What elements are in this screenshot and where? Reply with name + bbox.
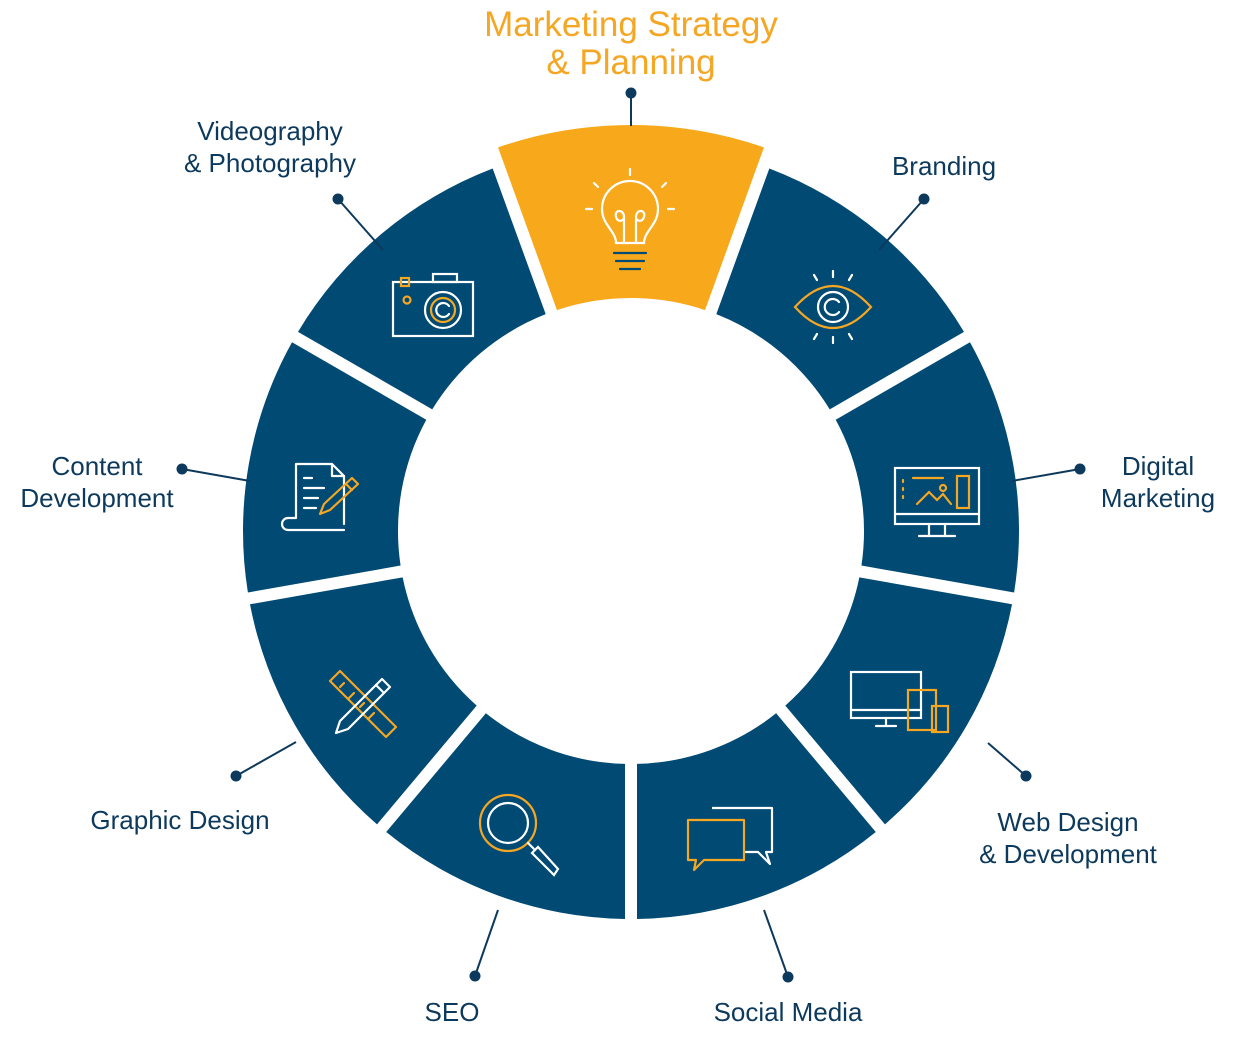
segment-branding: [716, 168, 964, 410]
connector-line: [987, 742, 1027, 777]
label-branding: Branding: [891, 151, 997, 181]
chat-bubbles-icon: [686, 806, 774, 872]
connector-dot: [176, 463, 188, 475]
segment-videography: [298, 168, 546, 410]
label-web-design: Web Design & Development: [979, 807, 1157, 869]
connector-dot: [625, 87, 637, 99]
responsive-devices-icon: [849, 670, 950, 734]
pencil-ruler-icon: [328, 669, 398, 739]
label-graphic-design: Graphic Design: [90, 805, 270, 835]
connector-line: [337, 198, 384, 251]
label-connectors: [176, 87, 1086, 983]
connector-dot: [332, 193, 344, 205]
magnifier-icon: [478, 793, 560, 877]
monitor-dashboard-icon: [893, 466, 981, 538]
connector-dot: [1020, 770, 1032, 782]
connector-line: [474, 909, 499, 977]
label-social-media: Social Media: [713, 997, 863, 1027]
connector-dot: [1074, 463, 1086, 475]
connector-line: [878, 198, 925, 251]
lightbulb-icon: [584, 167, 676, 271]
connector-dot: [230, 770, 242, 782]
connector-dot: [918, 193, 930, 205]
eye-icon: [793, 269, 873, 345]
label-marketing-strategy: Marketing Strategy & Planning: [484, 5, 778, 82]
connector-dot: [782, 971, 794, 983]
connector-line: [181, 468, 251, 482]
segment-marketing-strategy: [498, 125, 764, 311]
connector-dot: [469, 970, 481, 982]
camera-icon: [391, 272, 475, 338]
wheel-segments: [243, 125, 1019, 919]
connector-line: [763, 909, 789, 978]
segment-web-design: [785, 577, 1013, 825]
label-seo: SEO: [424, 997, 480, 1027]
segment-graphic-design: [249, 577, 477, 825]
label-videography: Videography & Photography: [183, 116, 357, 178]
segment-seo: [386, 713, 626, 919]
label-content-development: Content Development: [20, 451, 174, 513]
connector-line: [1011, 468, 1081, 482]
label-digital-marketing: Digital Marketing: [1100, 451, 1216, 513]
connector-line: [235, 741, 297, 777]
document-pen-icon: [280, 462, 360, 532]
